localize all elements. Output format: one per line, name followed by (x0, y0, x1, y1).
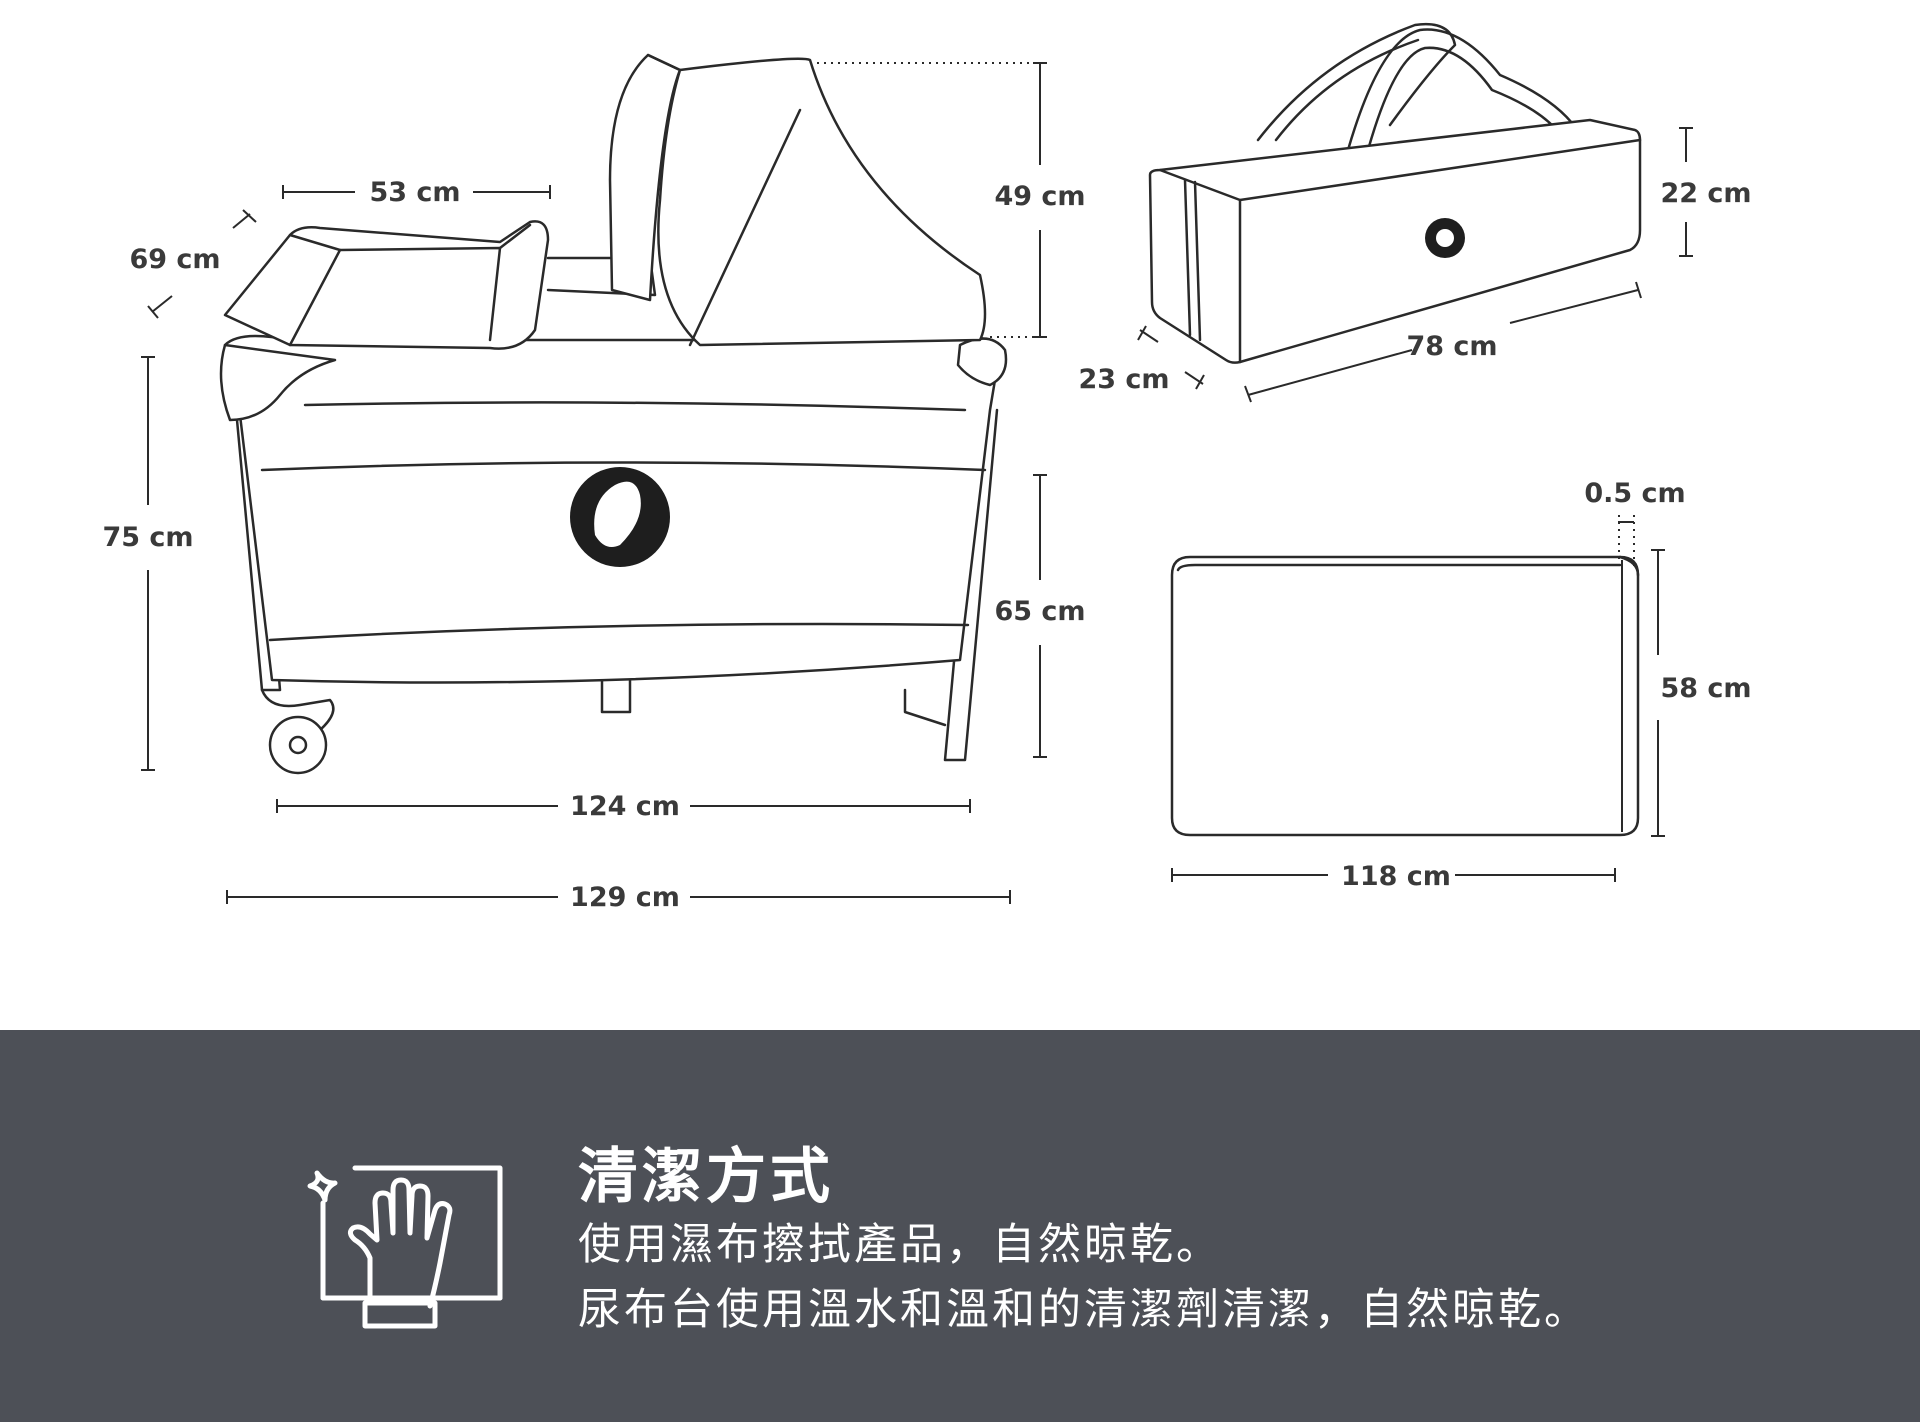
cleaning-instruction-line-2: 尿布台使用溫水和溫和的清潔劑清潔，自然晾乾。 (578, 1285, 1590, 1335)
product-dimension-diagram: 53 cm 69 cm 49 cm 75 cm 65 cm 124 cm 129… (102, 22, 1752, 913)
side-height-label: 65 cm (994, 596, 1085, 627)
outer-length-label: 129 cm (570, 882, 680, 913)
mattress-thickness-label: 0.5 cm (1584, 478, 1685, 509)
mattress-length-label: 118 cm (1341, 861, 1451, 892)
changer-depth-label: 69 cm (129, 244, 220, 275)
bag-depth-label: 23 cm (1078, 364, 1169, 395)
mattress-width-label: 58 cm (1660, 673, 1751, 704)
mattress-dimension-lines (1171, 515, 1665, 882)
bag-length-label: 78 cm (1406, 331, 1497, 362)
changer-width-label: 53 cm (369, 177, 460, 208)
cleaning-title: 清潔方式 (578, 1142, 834, 1212)
carry-bag-illustration (1148, 22, 1642, 364)
cleaning-instructions-panel: 清潔方式 使用濕布擦拭產品，自然晾乾。 尿布台使用溫水和溫和的清潔劑清潔，自然晾… (0, 1030, 1920, 1422)
total-height-label: 75 cm (102, 522, 193, 553)
bag-height-label: 22 cm (1660, 178, 1751, 209)
mattress-illustration (1170, 555, 1640, 837)
wipe-hand-icon (307, 1165, 503, 1329)
canopy-height-label: 49 cm (994, 181, 1085, 212)
inner-length-label: 124 cm (570, 791, 680, 822)
bag-dimension-lines (1137, 127, 1693, 403)
playpen-illustration (219, 53, 1008, 775)
playpen-dimension-lines (141, 62, 1047, 904)
cleaning-instruction-line-1: 使用濕布擦拭產品，自然晾乾。 (578, 1220, 1222, 1270)
